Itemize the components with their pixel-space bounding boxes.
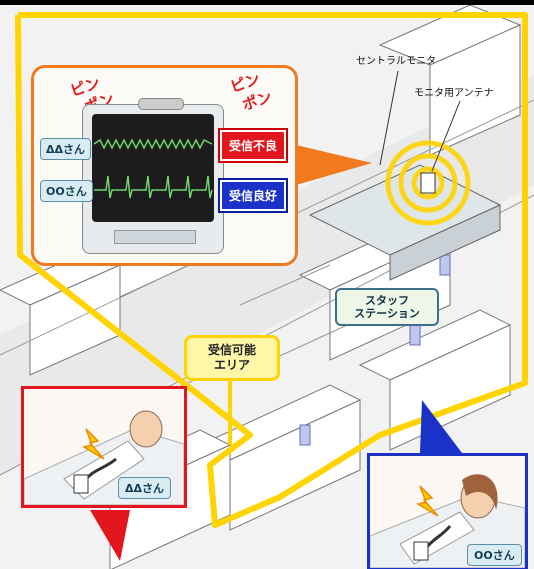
monitor-handle [138,98,184,110]
antenna-label: モニタ用アンテナ [414,88,494,99]
patient-left-inset: ΔΔさん [21,386,187,508]
hospital-floor-illustration: セントラルモニタ モニタ用アンテナ ピン ポン ピン ポン ΔΔさん OOさん … [0,5,534,569]
waveform-display [93,138,213,199]
central-monitor-label: セントラルモニタ [356,56,436,67]
patient-right-name: OOさん [467,544,522,566]
monitor-screen [92,114,214,222]
reception-area-callout: 受信可能 エリア [184,335,280,381]
top-border [0,0,534,5]
central-monitor-inset: ピン ポン ピン ポン ΔΔさん OOさん 受信不良 受信良好 [31,65,298,266]
monitor-base [114,230,196,244]
status-bad-badge: 受信不良 [220,130,287,161]
patient-left-name: ΔΔさん [118,477,172,499]
monitor-patient-a-tag: ΔΔさん [40,138,92,160]
status-good-badge: 受信良好 [220,180,287,211]
monitor-patient-b-tag: OOさん [40,180,93,202]
patient-right-inset: OOさん [367,453,528,569]
staff-station-callout: スタッフ ステーション [335,288,439,326]
